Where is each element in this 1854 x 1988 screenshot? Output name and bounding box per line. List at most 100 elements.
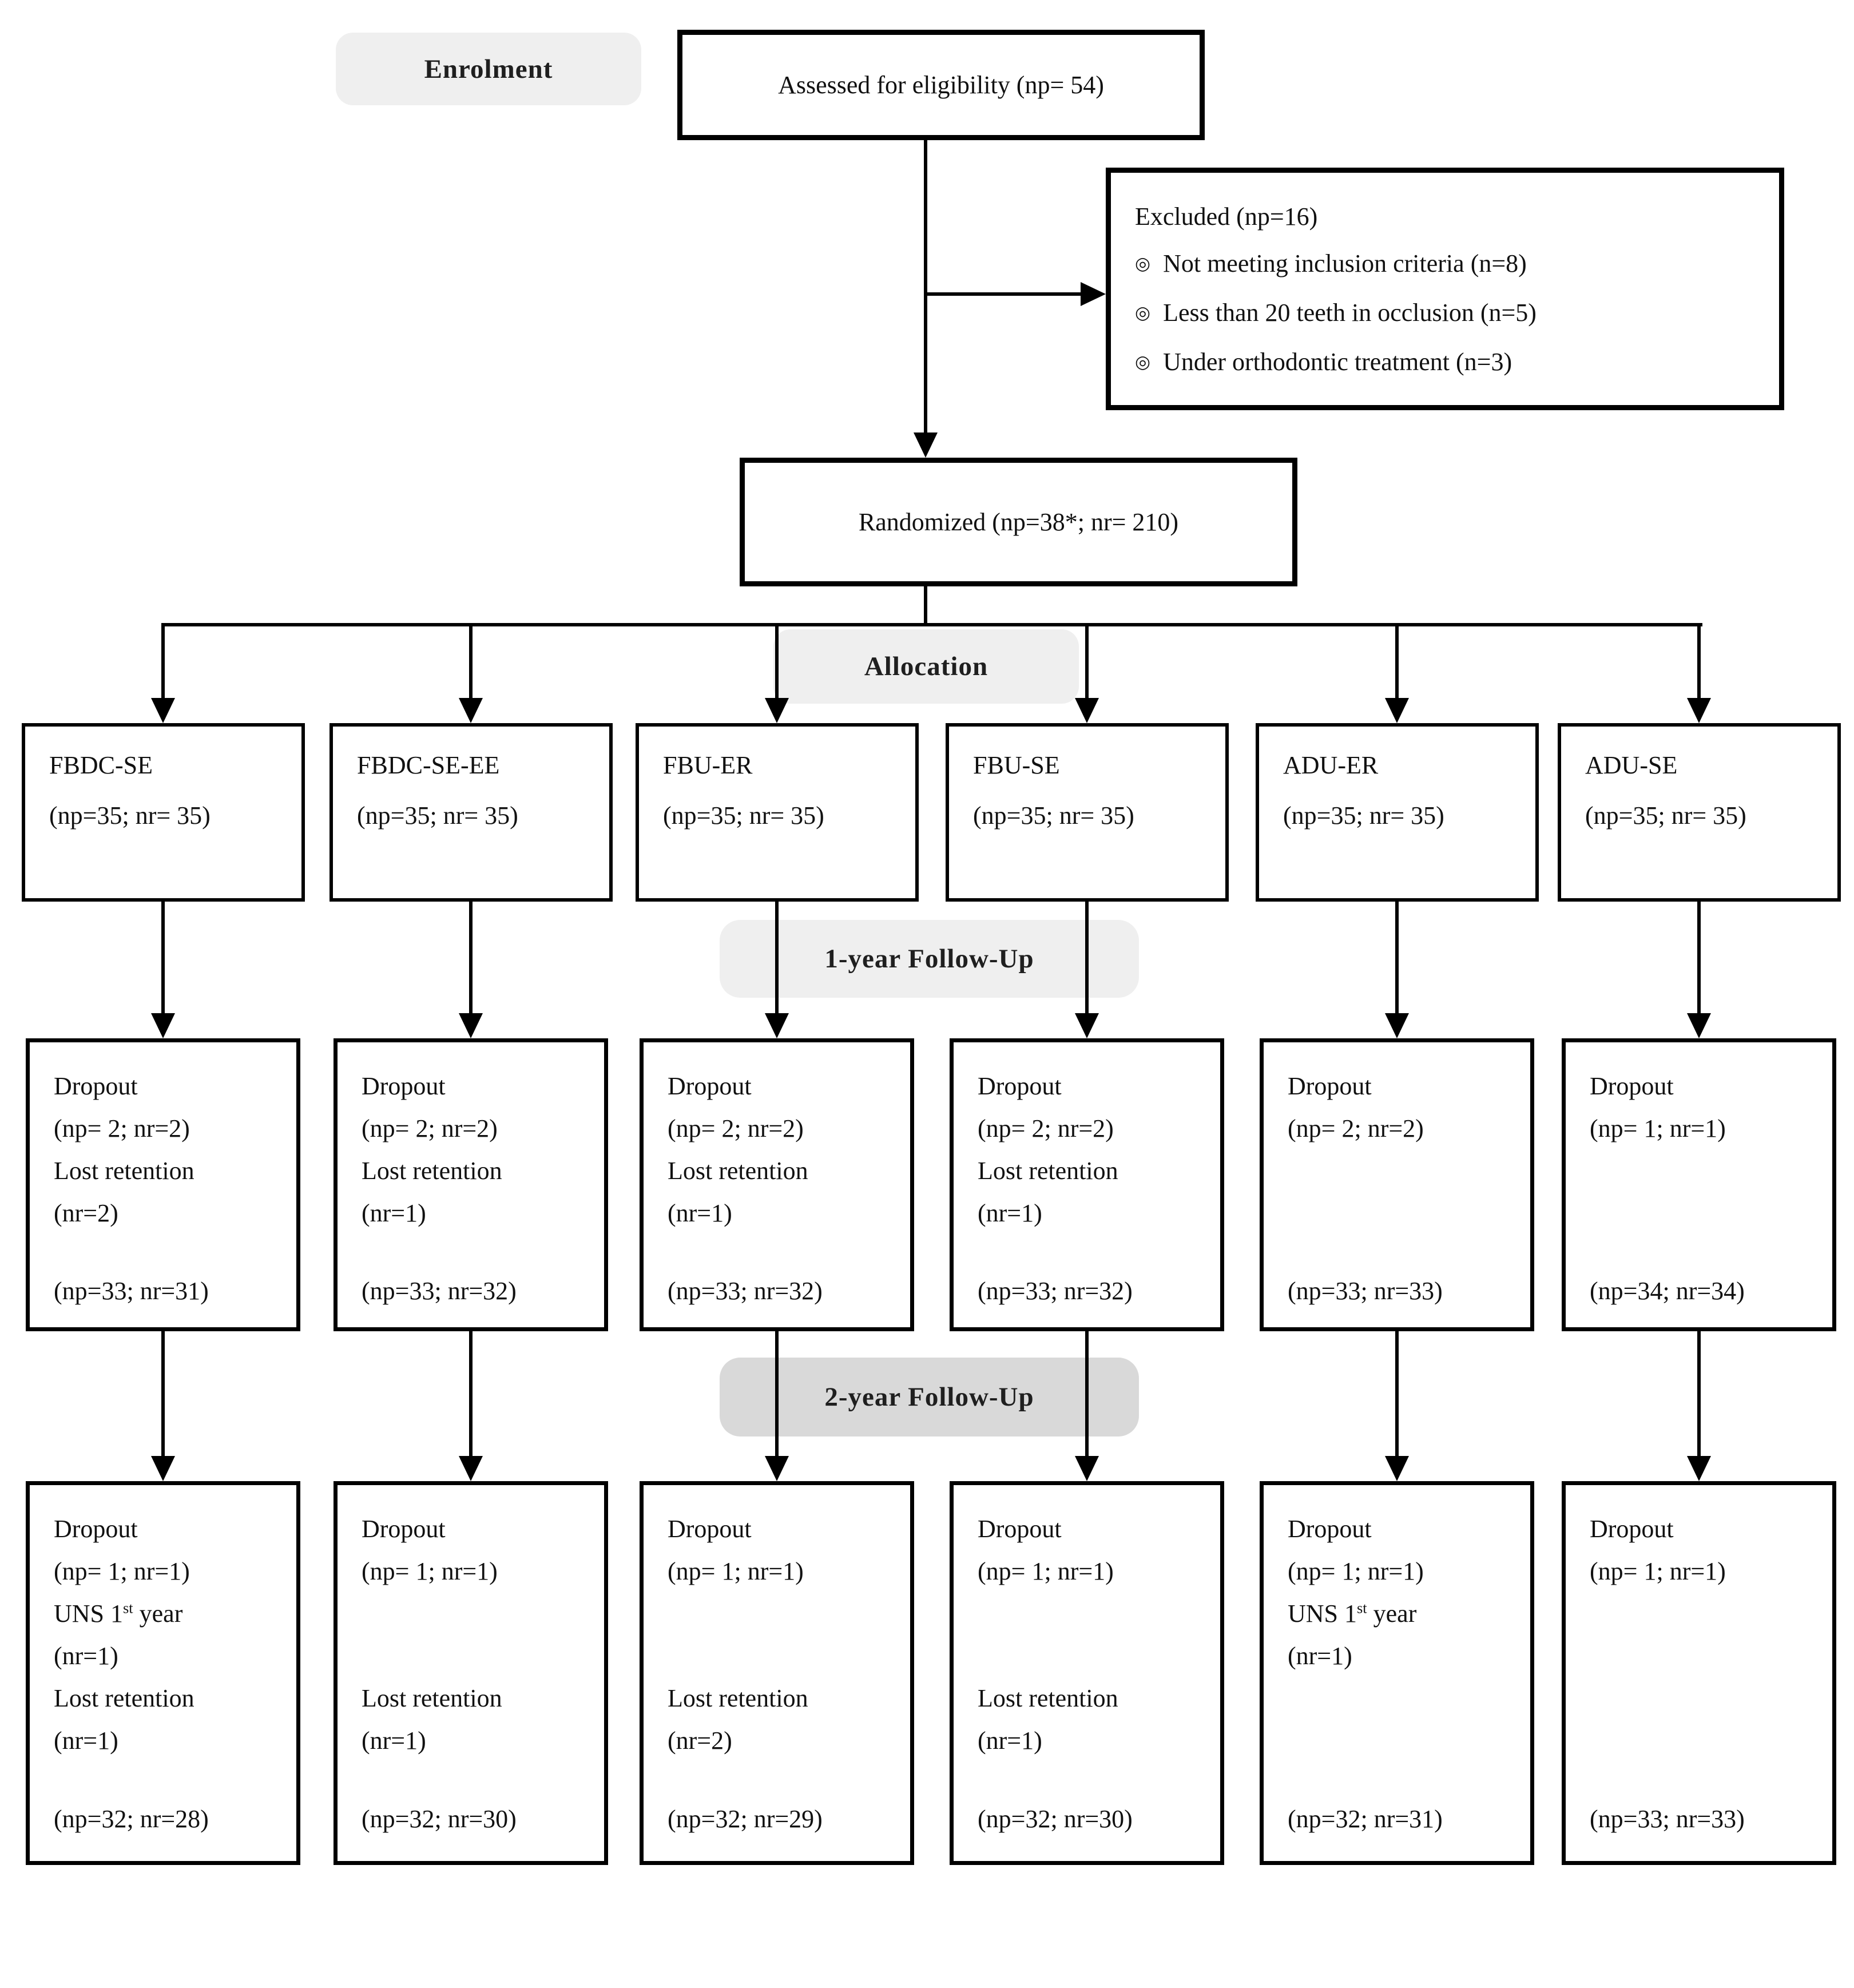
allocation-box-fbu-se: FBU-SE (np=35; nr= 35)	[946, 723, 1229, 902]
arrowhead-2y-4	[1075, 1456, 1099, 1481]
group-name: FBDC-SE	[49, 751, 153, 779]
excluded-item: ◎ Not meeting inclusion criteria (n=8)	[1135, 240, 1768, 289]
box-line: Dropout	[1590, 1072, 1674, 1100]
box-line: (np= 2; nr=2)	[668, 1114, 804, 1142]
arrowhead-1y-4	[1075, 1013, 1099, 1038]
allocation-box-fbdc-se-ee: FBDC-SE-EE (np=35; nr= 35)	[329, 723, 613, 902]
arrowhead-into-excluded	[1081, 282, 1106, 306]
box-line: Dropout	[54, 1072, 138, 1100]
box-line: (nr=2)	[668, 1727, 732, 1755]
allocation-box-adu-er: ADU-ER (np=35; nr= 35)	[1256, 723, 1539, 902]
box-line	[362, 1635, 595, 1677]
box-line	[668, 1593, 901, 1635]
box-footer-counts: (np=32; nr=31)	[1288, 1805, 1443, 1833]
group-counts: (np=35; nr= 35)	[663, 801, 824, 830]
followup-2y-stage-label: 2-year Follow-Up	[720, 1358, 1139, 1437]
randomized-box: Randomized (np=38*; nr= 210)	[740, 458, 1297, 586]
arrowhead-1y-6	[1687, 1013, 1711, 1038]
arrowhead-allocation-4	[1075, 698, 1099, 723]
group-counts: (np=35; nr= 35)	[1585, 801, 1746, 830]
spiral-bullet-icon: ◎	[1135, 352, 1151, 372]
arrowhead-allocation-2	[459, 698, 483, 723]
group-name: ADU-ER	[1283, 751, 1379, 779]
box-line: (nr=2)	[54, 1199, 118, 1227]
box-line: Lost retention	[668, 1157, 808, 1185]
line-alloc-to-1y-4	[1085, 902, 1089, 1013]
box-line: (np= 1; nr=1)	[1590, 1557, 1726, 1585]
line-1y-to-2y-1	[161, 1331, 165, 1456]
arrowhead-1y-5	[1385, 1013, 1409, 1038]
box-line: (nr=1)	[978, 1199, 1042, 1227]
assessed-for-eligibility-box: Assessed for eligibility (np= 54)	[677, 30, 1205, 140]
arrowhead-into-randomized	[914, 432, 938, 458]
group-name: FBU-SE	[973, 751, 1060, 779]
arrowhead-2y-1	[151, 1456, 175, 1481]
excluded-title: Excluded (np=16)	[1135, 203, 1318, 231]
box-line	[668, 1635, 901, 1677]
box-line: (np= 2; nr=2)	[54, 1114, 190, 1142]
box-line: (np= 2; nr=2)	[362, 1114, 498, 1142]
box-line: (np= 1; nr=1)	[978, 1557, 1114, 1585]
followup-1y-box-adu-se: Dropout(np= 1; nr=1) (np=34; nr=34)	[1562, 1038, 1836, 1331]
box-lines: Dropout(np= 1; nr=1) Lost retention(nr=1…	[978, 1508, 1211, 1762]
box-line: (np= 1; nr=1)	[1288, 1557, 1424, 1585]
box-line: Lost retention	[668, 1684, 808, 1712]
box-lines: Dropout (np= 2; nr=2) Lost retention (nr=2)	[54, 1065, 287, 1235]
allocation-box-adu-se: ADU-SE (np=35; nr= 35)	[1558, 723, 1841, 902]
assessed-text: Assessed for eligibility (np= 54)	[778, 71, 1104, 99]
group-name: ADU-SE	[1585, 751, 1678, 779]
line-to-allocation-6	[1697, 623, 1701, 698]
followup-2y-box-fbu-se: Dropout(np= 1; nr=1) Lost retention(nr=1…	[950, 1481, 1224, 1865]
excluded-item-text: Not meeting inclusion criteria (n=8)	[1163, 249, 1527, 277]
box-line: (nr=1)	[362, 1727, 426, 1755]
box-footer-counts: (np=32; nr=30)	[978, 1805, 1133, 1833]
line-1y-to-2y-5	[1395, 1331, 1399, 1456]
line-alloc-to-1y-1	[161, 902, 165, 1013]
arrowhead-1y-2	[459, 1013, 483, 1038]
box-line	[362, 1593, 595, 1635]
group-counts: (np=35; nr= 35)	[1283, 801, 1444, 830]
box-line: Dropout	[362, 1515, 446, 1543]
line-1y-to-2y-3	[775, 1331, 779, 1456]
arrowhead-2y-5	[1385, 1456, 1409, 1481]
box-line: Dropout	[978, 1072, 1062, 1100]
box-lines: Dropout(np= 2; nr=2)	[1288, 1065, 1521, 1150]
randomized-text: Randomized (np=38*; nr= 210)	[858, 508, 1179, 536]
line-to-allocation-5	[1395, 623, 1399, 698]
followup-2y-box-adu-er: Dropout(np= 1; nr=1)UNS 1st year(nr=1) (…	[1260, 1481, 1534, 1865]
box-line: (nr=1)	[362, 1199, 426, 1227]
arrowhead-2y-3	[765, 1456, 789, 1481]
box-lines: Dropout(np= 1; nr=1) Lost retention(nr=2…	[668, 1508, 901, 1762]
box-lines: Dropout(np= 2; nr=2)Lost retention(nr=1)	[668, 1065, 901, 1235]
arrowhead-1y-1	[151, 1013, 175, 1038]
box-footer-counts: (np=33; nr=32)	[362, 1277, 517, 1305]
group-name: FBDC-SE-EE	[357, 751, 500, 779]
followup-1y-box-fbdc-se: Dropout (np= 2; nr=2) Lost retention (nr=2)…	[26, 1038, 300, 1331]
spiral-bullet-icon: ◎	[1135, 303, 1151, 323]
box-line: Lost retention	[54, 1157, 194, 1185]
excluded-item: ◎ Under orthodontic treatment (n=3)	[1135, 339, 1768, 388]
line-alloc-to-1y-6	[1697, 902, 1701, 1013]
followup-2y-box-adu-se: Dropout(np= 1; nr=1) (np=33; nr=33)	[1562, 1481, 1836, 1865]
followup-2y-box-fbdc-se-ee: Dropout(np= 1; nr=1) Lost retention(nr=1…	[334, 1481, 608, 1865]
excluded-box: Excluded (np=16) ◎ Not meeting inclusion…	[1106, 168, 1784, 410]
box-footer-counts: (np=33; nr=31)	[54, 1277, 209, 1305]
arrowhead-2y-6	[1687, 1456, 1711, 1481]
box-lines: Dropout (np= 1; nr=1)	[1590, 1065, 1823, 1150]
followup-1y-box-fbu-se: Dropout(np= 2; nr=2)Lost retention(nr=1)…	[950, 1038, 1224, 1331]
box-line: Lost retention	[362, 1684, 502, 1712]
followup-2y-box-fbdc-se: Dropout(np= 1; nr=1)UNS 1st year(nr=1)Lo…	[26, 1481, 300, 1865]
box-line: (np= 1; nr=1)	[668, 1557, 804, 1585]
box-line: Dropout	[1590, 1515, 1674, 1543]
box-line: (np= 1; nr=1)	[1590, 1114, 1726, 1142]
box-line: Dropout	[1288, 1072, 1372, 1100]
box-line: Dropout	[362, 1072, 446, 1100]
box-lines: Dropout(np= 2; nr=2)Lost retention(nr=1)	[978, 1065, 1211, 1235]
box-line: UNS 1st year	[54, 1599, 183, 1628]
group-counts: (np=35; nr= 35)	[49, 801, 211, 830]
followup-1y-stage-label: 1-year Follow-Up	[720, 920, 1139, 998]
box-footer-counts: (np=33; nr=33)	[1288, 1277, 1443, 1305]
followup-1y-box-fbu-er: Dropout(np= 2; nr=2)Lost retention(nr=1)…	[640, 1038, 914, 1331]
excluded-item-text: Less than 20 teeth in occlusion (n=5)	[1163, 299, 1537, 327]
line-alloc-to-1y-2	[469, 902, 473, 1013]
